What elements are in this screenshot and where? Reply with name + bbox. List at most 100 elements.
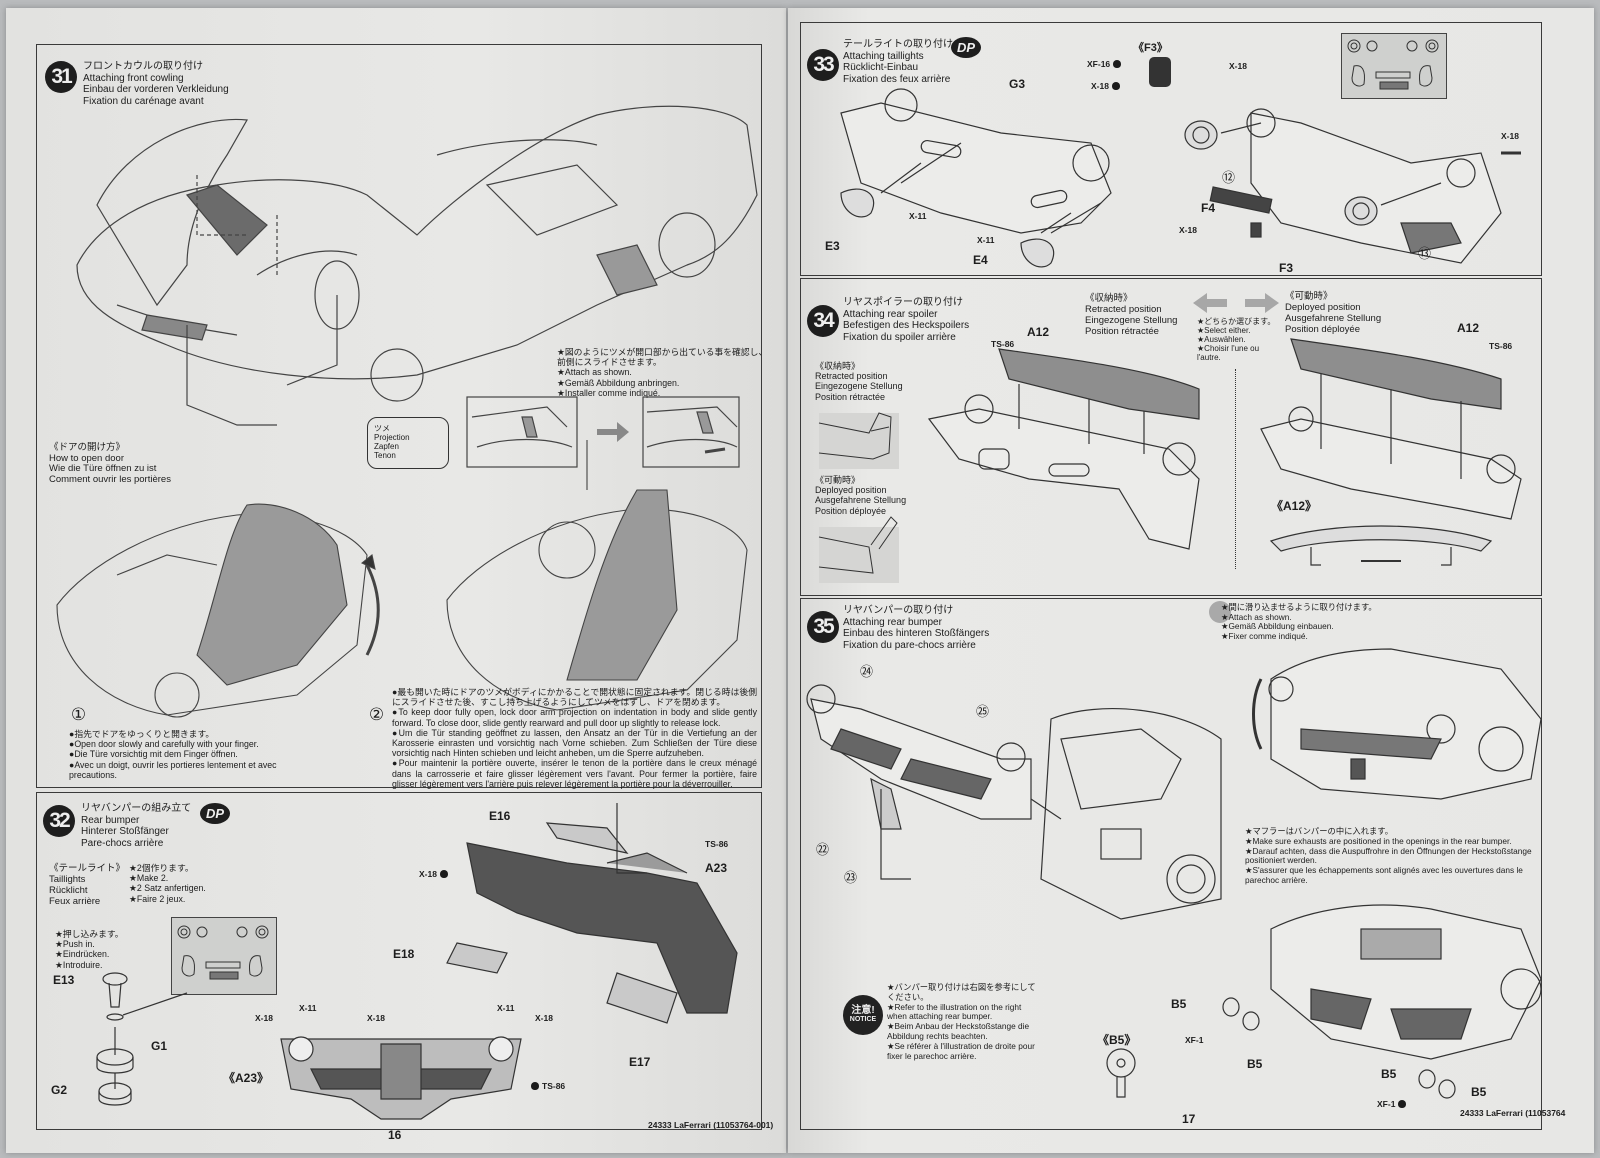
part-b5-a: B5 [1171,997,1187,1011]
part-e13: E13 [53,973,75,987]
step-33-title: テールライトの取り付け Attaching taillights Rücklic… [843,39,953,85]
b5-detail-illustration [1106,1048,1136,1098]
step-35-title: リヤバンパーの取り付け Attaching rear bumper Einbau… [843,605,990,651]
b5-detail-label: 《B5》 [1097,1033,1137,1047]
step-32-panel: 32 リヤバンパーの組み立て Rear bumper Hinterer Stoß… [36,792,762,1130]
step-35-badge: 35 [807,611,839,643]
decal-sheet-art [177,925,269,980]
retracted-detail-illustration [818,412,899,469]
step-33-panel: 33 テールライトの取り付け Attaching taillights Rück… [800,22,1542,276]
part-e3: E3 [825,239,840,253]
step-34-badge: 34 [807,305,839,337]
taillight-bumper-right-illustration [1184,108,1521,264]
deployed-heading: 《可動時》 Deployed position Ausgefahrene Ste… [1285,291,1382,335]
f3-detail-label: 《F3》 [1133,42,1168,54]
part-a23-detail: 《A23》 [223,1071,270,1085]
decal-sheet [1341,33,1447,99]
part-g1: G1 [151,1039,168,1053]
paint-x18-top: X-18 [1229,61,1247,71]
dp-badge: DP [200,803,230,824]
retracted-side-label: 《収納時》 Retracted position Eingezogene Ste… [815,361,903,402]
paint-blob-icon [1398,1100,1407,1108]
projection-label: ツメ Projection Zapfen Tenon [374,424,410,460]
paint-x18-left: X-18 [255,1013,273,1023]
step-31-panel: 31 フロントカウルの取り付け Attaching front cowling … [36,44,767,789]
part-e4: E4 [973,253,988,267]
paint-x18-bumper: X-18 [419,869,448,879]
decal-ref-12: ⑫ [1221,170,1235,185]
decal-ref-24: ㉔ [859,664,873,679]
step-33-badge: 33 [807,49,839,81]
substep-1-number: ① [70,704,87,724]
decal-ref-25: ㉕ [975,704,989,719]
a12-detail-label: 《A12》 [1271,499,1318,513]
step-32-badge: 32 [43,805,75,837]
page-number-16: 16 [388,1128,402,1142]
part-e16: E16 [489,809,511,823]
notice-text: ★バンパー取り付けは右図を参考にしてください。 ★Refer to the il… [887,982,1036,1061]
rear-bumper-attach-illustration [806,684,1222,920]
paint-x18-right: X-18 [535,1013,553,1023]
paint-ts86-retracted: TS-86 [991,339,1015,349]
substep-1-text: ●指先でドアをゆっくりと開きます。 ●Open door slowly and … [69,729,277,780]
a23-detail-illustration [280,1036,522,1120]
part-f3: F3 [1279,261,1294,275]
slide-note: ★間に滑り込ませるように取り付けます。 ★Attach as shown. ★G… [1221,602,1377,641]
deployed-detail-illustration [818,516,899,583]
paint-xf1-a: XF-1 [1185,1035,1204,1045]
part-a23: A23 [705,861,728,875]
paint-blob-icon [1111,82,1120,90]
step-32-title: リヤバンパーの組み立て Rear bumper Hinterer Stoßfän… [81,803,192,849]
part-f4: F4 [1201,201,1216,215]
taillight-assembly-illustration [96,972,188,1106]
part-b5-b: B5 [1247,1057,1263,1071]
part-b5-c: B5 [1381,1067,1397,1081]
spoiler-deployed-illustration [1260,338,1522,520]
paint-blob-icon [531,1082,539,1090]
divider-dotted [1235,369,1236,569]
page-16: 31 フロントカウルの取り付け Attaching front cowling … [6,8,786,1153]
dp-badge: DP [951,37,981,58]
arrow-right-icon [1245,293,1279,313]
step-31-badge: 31 [45,61,77,93]
car-front-cowling-illustration [76,105,758,426]
part-g3: G3 [1009,77,1026,91]
door-open-illustration-1 [56,503,380,718]
part-b5-d: B5 [1471,1085,1487,1099]
part-e18: E18 [393,947,415,961]
projection-detail-box: ツメ Projection Zapfen Tenon [367,417,449,469]
paint-x18-right: X-18 [1501,131,1519,141]
paint-xf16: XF-16 [1087,59,1122,69]
decal-sheet [171,917,277,995]
push-in-note: ★押し込みます。 ★Push in. ★Eindrücken. ★Introdu… [55,929,124,970]
retracted-heading: 《収納時》 Retracted position Eingezogene Ste… [1085,293,1178,337]
highlight-dot [1209,601,1231,623]
projection-detail-illustration [466,396,740,468]
step-35-panel: 35 リヤバンパーの取り付け Attaching rear bumper Ein… [800,598,1542,1130]
paint-xf1-b: XF-1 [1377,1099,1407,1109]
decal-ref-13: ⑬ [1417,246,1431,261]
paint-ts86-deployed: TS-86 [1489,341,1513,351]
page-number-17: 17 [1182,1112,1196,1126]
paint-x11-right: X-11 [497,1003,515,1013]
deployed-side-label: 《可動時》 Deployed position Ausgefahrene Ste… [815,475,907,516]
paint-x18-center: X-18 [367,1013,385,1023]
rear-bumper-illustration [446,803,738,1024]
door-heading: 《ドアの開け方》 How to open door Wie die Türe ö… [49,442,171,485]
paint-x11-left: X-11 [299,1003,317,1013]
decal-ref-22: ㉒ [815,842,829,857]
footer-right: 24333 LaFerrari (11053764 [1460,1108,1566,1118]
decal-sheet-art [1347,39,1439,90]
exhaust-bottom-illustration [1270,904,1542,1060]
exhaust-note: ★マフラーはバンパーの中に入れます。 ★Make sure exhausts a… [1245,826,1532,885]
paint-x18-f4: X-18 [1179,225,1197,235]
paint-x11-a: X-11 [909,211,927,221]
part-a12-deployed: A12 [1457,321,1480,335]
paint-blob-icon [439,870,448,878]
step-31-title: フロントカウルの取り付け Attaching front cowling Ein… [83,61,229,107]
substep-2-number: ② [368,704,385,724]
exhaust-top-illustration [1252,648,1542,800]
select-either-note: ★どちらか選びます。 ★Select either. ★Auswählen. ★… [1197,317,1276,362]
paint-x11-b: X-11 [977,235,995,245]
paint-x18-f3: X-18 [1091,81,1120,91]
